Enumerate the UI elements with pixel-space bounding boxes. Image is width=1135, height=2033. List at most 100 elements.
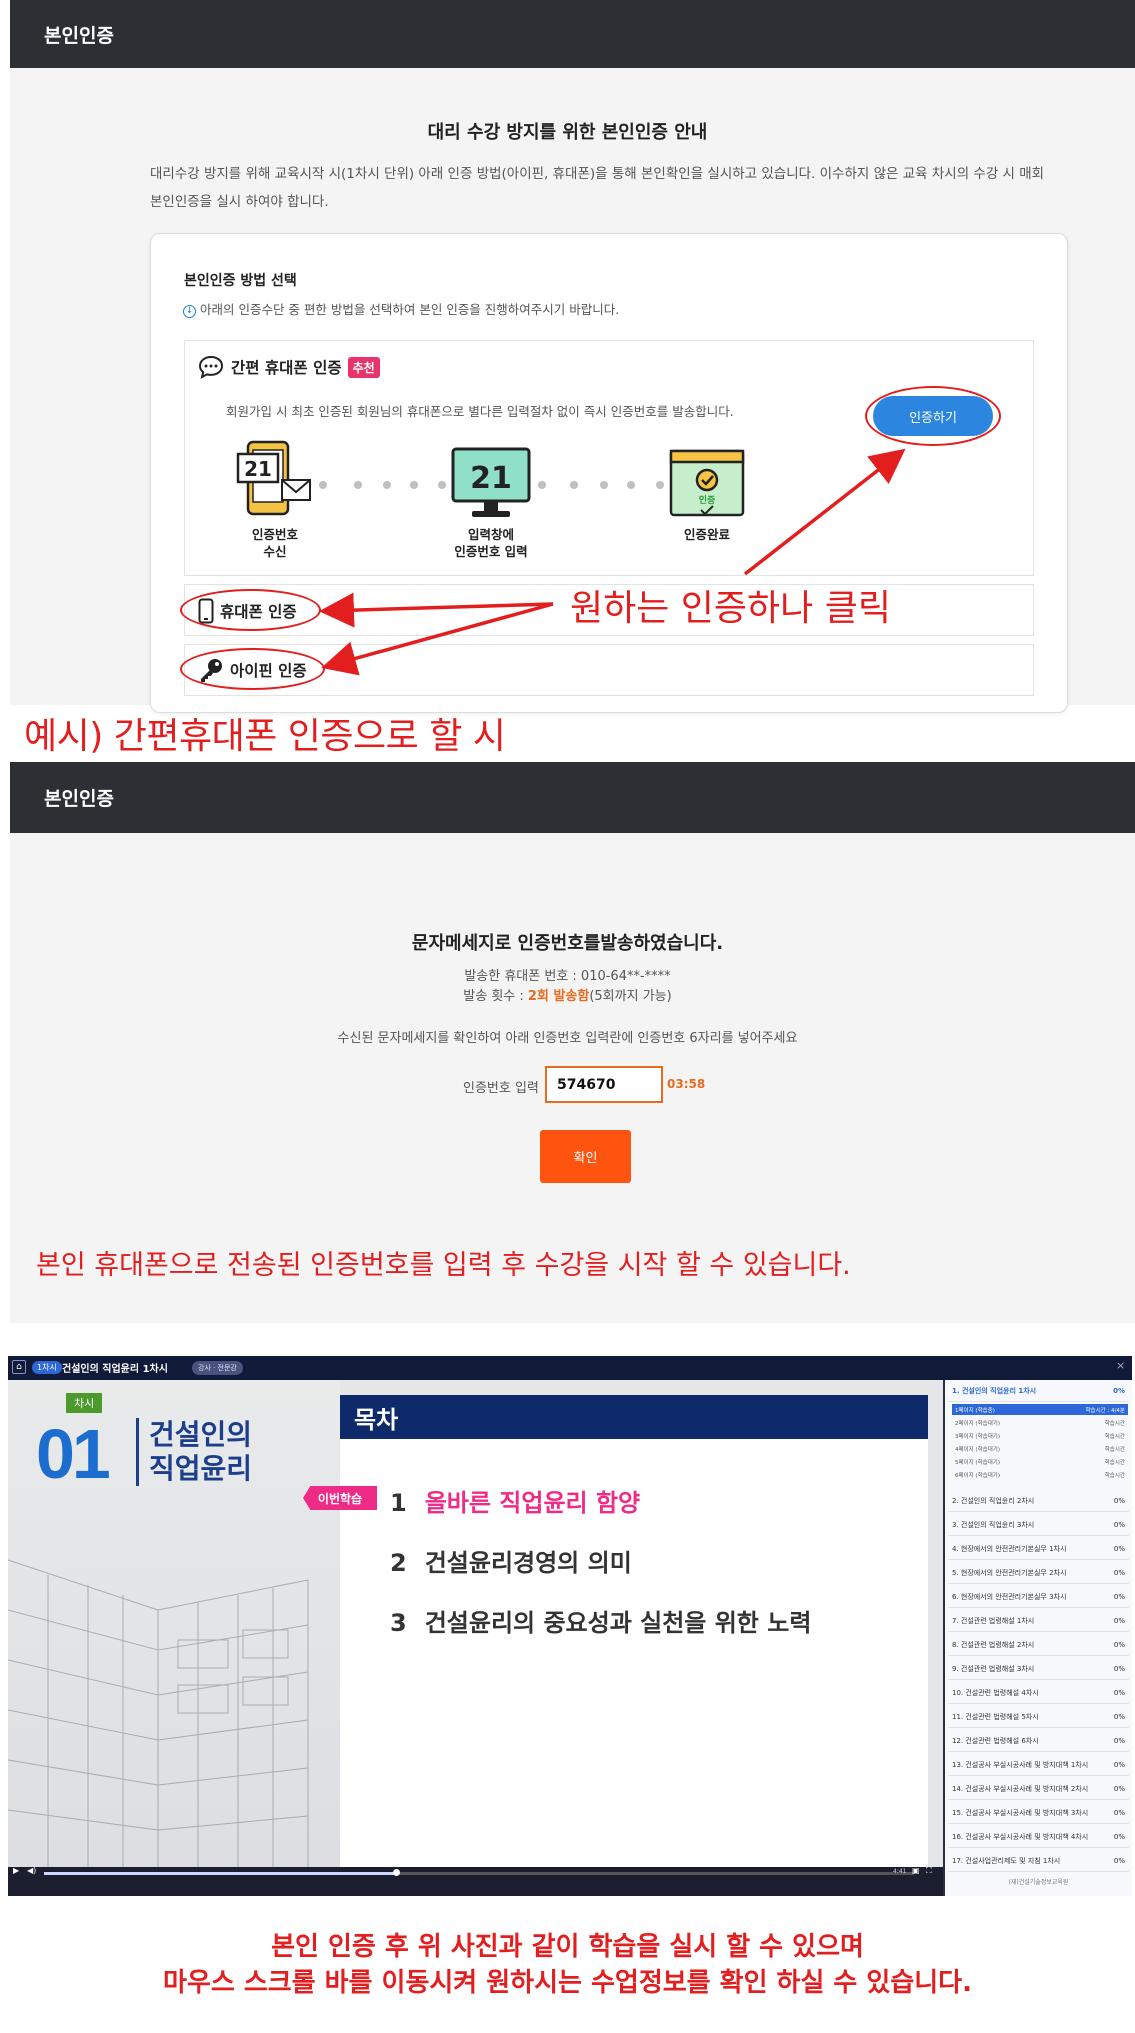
chasi-label: 차시 <box>66 1393 103 1413</box>
toc-item-text: 건설윤리경영의 의미 <box>424 1549 632 1577</box>
sent-phone-number: 발송한 휴대폰 번호 : 010-64**-**** <box>464 969 671 984</box>
page-title: 대리 수강 방지를 위한 본인인증 안내 <box>427 122 708 143</box>
toc-item-text: 건설윤리의 중요성과 실천을 위한 노력 <box>424 1609 812 1637</box>
sidebar-page-status: 학습시간 <box>1104 1420 1125 1427</box>
session-badge: 1차시 <box>32 1361 62 1374</box>
instructor-chip[interactable]: 강사 · 전문강 <box>192 1361 243 1375</box>
sidebar-item-label: 9. 건설관련 법령해설 3차시 <box>952 1664 1035 1673</box>
current-lesson-tag: 이번학습 <box>303 1486 377 1510</box>
sidebar-item-label: 16. 건설공사 부실시공사례 및 방지대책 4차시 <box>952 1832 1089 1841</box>
step-dot <box>570 481 578 489</box>
settings-icon[interactable]: ▣ <box>912 1866 920 1875</box>
building-sketch <box>8 1559 309 1867</box>
send-count-suffix: (5회까지 가능) <box>589 989 672 1004</box>
lesson-sidebar <box>945 1380 1132 1896</box>
verification-code-input[interactable] <box>545 1066 663 1103</box>
step-label-receive: 인증번호 수신 <box>251 527 298 559</box>
play-icon[interactable]: ▶ <box>13 1866 20 1875</box>
simple-phone-label: 간편 휴대폰 인증 추천 <box>197 354 380 380</box>
sidebar-item[interactable]: 11. 건설관련 법령해설 5차시 0% <box>948 1706 1129 1728</box>
fullscreen-icon[interactable]: ⛶ <box>926 1866 932 1875</box>
sidebar-item-pct: 0% <box>1113 1496 1125 1505</box>
sidebar-item-label: 7. 건설관련 법령해설 1차시 <box>952 1616 1035 1625</box>
close-icon[interactable]: × <box>1116 1359 1126 1372</box>
sidebar-item-label: 15. 건설공사 부실시공사례 및 방지대책 3차시 <box>952 1808 1089 1817</box>
player-top-bar <box>8 1356 1132 1380</box>
sidebar-item-label: 2. 건설인의 직업윤리 2차시 <box>952 1496 1035 1505</box>
annotation-arrows <box>319 448 906 676</box>
auth-header-2: 본인인증 <box>10 762 1135 833</box>
seek-handle[interactable] <box>393 1869 400 1876</box>
code-input-label: 인증번호 입력 <box>463 1081 539 1096</box>
sidebar-page-active[interactable]: 1페이지 (학습중)학습시간 : 4/4분 <box>952 1404 1128 1415</box>
sidebar-item-label: 6. 현장에서의 안전관리기본실무 3차시 <box>952 1592 1067 1601</box>
monitor-input-icon: 21 <box>450 446 532 522</box>
sidebar-item[interactable]: 6. 현장에서의 안전관리기본실무 3차시 0% <box>948 1586 1129 1608</box>
slide-course-name: 건설인의 직업윤리 <box>136 1418 252 1486</box>
sidebar-page-status: 학습시간 <box>1104 1433 1125 1440</box>
seek-bar[interactable] <box>44 1872 914 1875</box>
sidebar-page-label: 1페이지 (학습중) <box>955 1407 995 1414</box>
method-description: ↓아래의 인증수단 중 편한 방법을 선택하여 본인 인증을 진행하여주시기 바… <box>183 299 619 318</box>
player-controls <box>8 1867 943 1896</box>
sidebar-page-label: 3페이지 (학습대기) <box>955 1433 1000 1440</box>
sidebar-item-pct: 0% <box>1113 1712 1125 1721</box>
sidebar-item-pct: 0% <box>1113 1616 1125 1625</box>
method-desc-text: 아래의 인증수단 중 편한 방법을 선택하여 본인 인증을 진행하여주시기 바랍… <box>200 302 620 317</box>
verified-window-icon: 인증 <box>668 448 746 522</box>
sidebar-item-pct: 0% <box>1113 1832 1125 1841</box>
slide-course-line2: 직업윤리 <box>149 1452 253 1485</box>
home-icon[interactable]: ⌂ <box>12 1360 26 1374</box>
sms-annotation: 본인 휴대폰으로 전송된 인증번호를 입력 후 수강을 시작 할 수 있습니다. <box>36 1250 851 1281</box>
sidebar-page[interactable]: 6페이지 (학습대기)학습시간 <box>952 1469 1128 1480</box>
sidebar-page-status: 학습시간 <box>1104 1446 1125 1453</box>
arrow-to-verify <box>743 448 906 576</box>
sidebar-item-label: 5. 현장에서의 안전관리기본실무 2차시 <box>952 1568 1067 1577</box>
sidebar-page-label: 6페이지 (학습대기) <box>955 1472 1000 1479</box>
step-dot <box>438 481 446 489</box>
step2-number: 21 <box>470 461 512 496</box>
auth-header-title: 본인인증 <box>44 24 114 47</box>
sidebar-item-label: 14. 건설공사 부실시공사례 및 방지대책 2차시 <box>952 1784 1089 1793</box>
confirm-button[interactable]: 확인 <box>540 1130 631 1183</box>
sidebar-page[interactable]: 4페이지 (학습대기) 학습시간 <box>952 1443 1128 1454</box>
sidebar-page-label: 4페이지 (학습대기) <box>955 1446 1000 1453</box>
sidebar-item-pct: 0% <box>1113 1736 1125 1745</box>
volume-icon[interactable]: ◀) <box>27 1866 37 1875</box>
sidebar-item-pct: 0% <box>1113 1386 1125 1395</box>
sidebar-page[interactable]: 5페이지 (학습대기)학습시간 <box>952 1456 1128 1467</box>
annotation-choose-auth: 원하는 인증하나 클릭 <box>570 588 891 629</box>
code-instruction: 수신된 문자메세지를 확인하여 아래 인증번호 입력란에 인증번호 6자리를 넣… <box>337 1031 798 1046</box>
sidebar-page[interactable]: 2페이지 (학습대기)학습시간 <box>952 1417 1128 1428</box>
sidebar-item[interactable]: 16. 건설공사 부실시공사례 및 방지대책 4차시 0% <box>948 1826 1129 1848</box>
step-dot <box>410 481 418 489</box>
bottom-note-line2: 마우스 스크롤 바를 이동시켜 원하시는 수업정보를 확인 하실 수 있습니다. <box>163 1968 972 1998</box>
sidebar-item-label: 11. 건설관련 법령해설 5차시 <box>952 1712 1039 1721</box>
sidebar-item[interactable]: 2. 건설인의 직업윤리 2차시 0% <box>948 1490 1129 1512</box>
sidebar-item[interactable]: 7. 건설관련 법령해설 1차시 0% <box>948 1610 1129 1632</box>
sidebar-page[interactable]: 3페이지 (학습대기) 학습시간 <box>952 1430 1128 1441</box>
sidebar-item-pct: 0% <box>1113 1592 1125 1601</box>
arrow-to-phone <box>319 592 554 628</box>
toc-header: 목차 <box>340 1395 928 1439</box>
sidebar-item-label: 17. 건설사업관리제도 및 지침 1차시 <box>952 1856 1061 1865</box>
step-label-complete: 인증완료 <box>683 527 730 542</box>
slide-left-panel <box>8 1380 340 1867</box>
simple-phone-description: 회원가입 시 최초 인증된 회원님의 휴대폰으로 별다른 입력절차 없이 즉시 … <box>226 404 734 419</box>
sidebar-item-label: 3. 건설인의 직업윤리 3차시 <box>952 1520 1035 1529</box>
